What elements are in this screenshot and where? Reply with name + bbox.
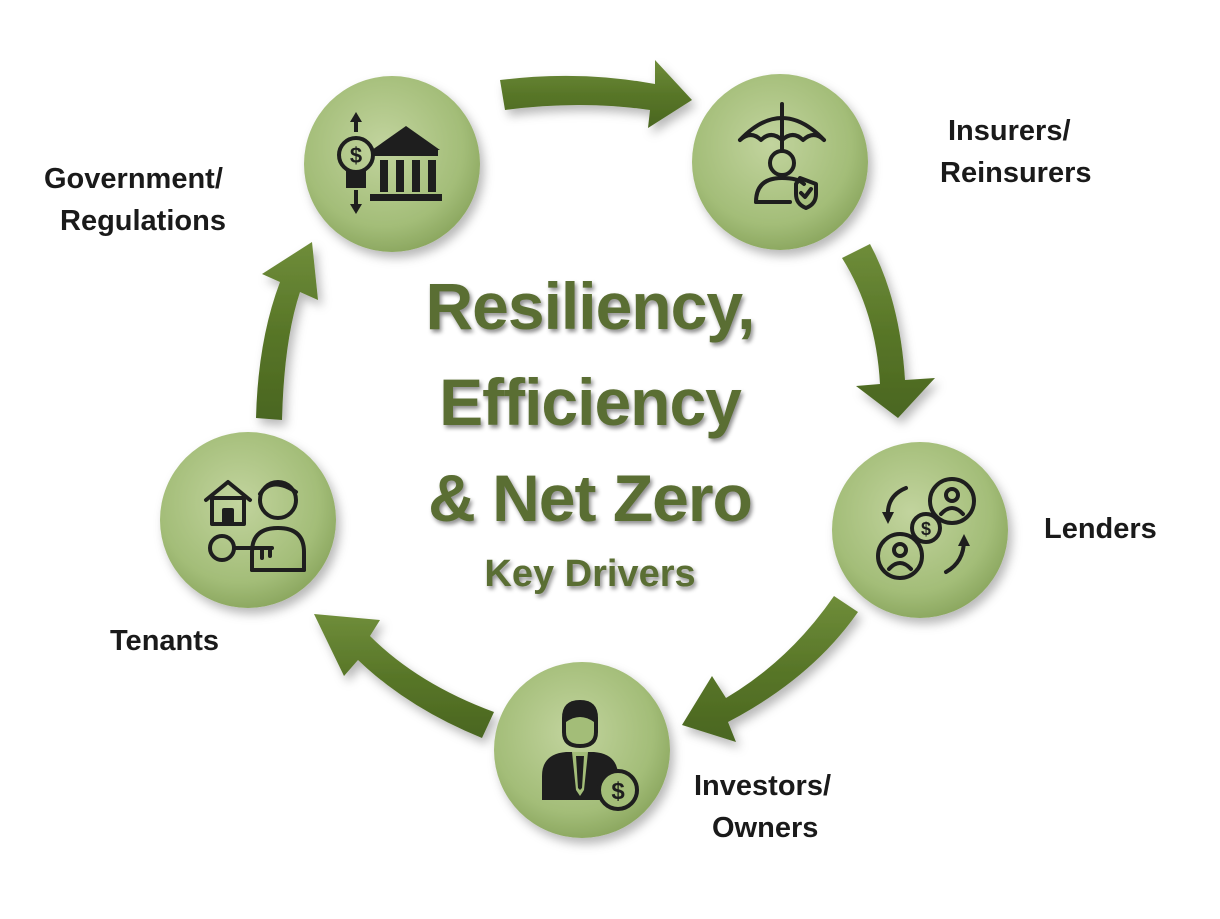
arrow-investors-to-tenants (314, 614, 494, 738)
label-lenders-line-1: Lenders (1044, 513, 1157, 545)
label-investors-line-1: Investors/ (694, 770, 831, 802)
label-insurers-line-2: Reinsurers (940, 157, 1092, 189)
node-insurers-circle (692, 74, 868, 250)
label-government-line-1: Government/ (44, 163, 223, 195)
label-government: Government/ Regulations (44, 158, 226, 242)
money-exchange-icon: $ (876, 477, 976, 580)
label-lenders: Lenders (1044, 508, 1157, 550)
bank-lightbulb-icon: $ (337, 112, 442, 214)
tenant-house-key-icon (204, 480, 306, 572)
title-line-2: Efficiency (439, 365, 742, 439)
arrow-government-to-insurers (500, 60, 692, 128)
arrow-insurers-to-lenders (842, 244, 935, 418)
svg-text:$: $ (350, 143, 362, 168)
node-lenders-circle: $ (832, 442, 1008, 618)
label-tenants-line-1: Tenants (110, 625, 220, 657)
title-subtitle: Key Drivers (484, 553, 696, 595)
businessman-dollar-icon: $ (542, 700, 639, 811)
label-tenants: Tenants (110, 620, 219, 662)
node-tenants-circle (160, 432, 336, 608)
title-line-3: & Net Zero (428, 461, 753, 535)
label-insurers: Insurers/ Reinsurers (940, 110, 1092, 194)
node-investors-circle: $ (494, 662, 670, 838)
node-government-circle: $ (304, 76, 480, 252)
label-government-line-2: Regulations (60, 205, 226, 237)
title-line-1: Resiliency, (425, 269, 756, 343)
arrow-tenants-to-government (256, 242, 318, 420)
label-insurers-line-1: Insurers/ (948, 115, 1071, 147)
umbrella-shield-person-icon (738, 102, 826, 210)
label-investors: Investors/ Owners (694, 765, 831, 849)
arrow-lenders-to-investors (682, 596, 858, 742)
center-title: Resiliency, Efficiency & Net Zero Key Dr… (300, 258, 880, 600)
label-investors-line-2: Owners (712, 812, 819, 844)
svg-text:$: $ (611, 778, 625, 805)
svg-text:$: $ (921, 519, 931, 539)
